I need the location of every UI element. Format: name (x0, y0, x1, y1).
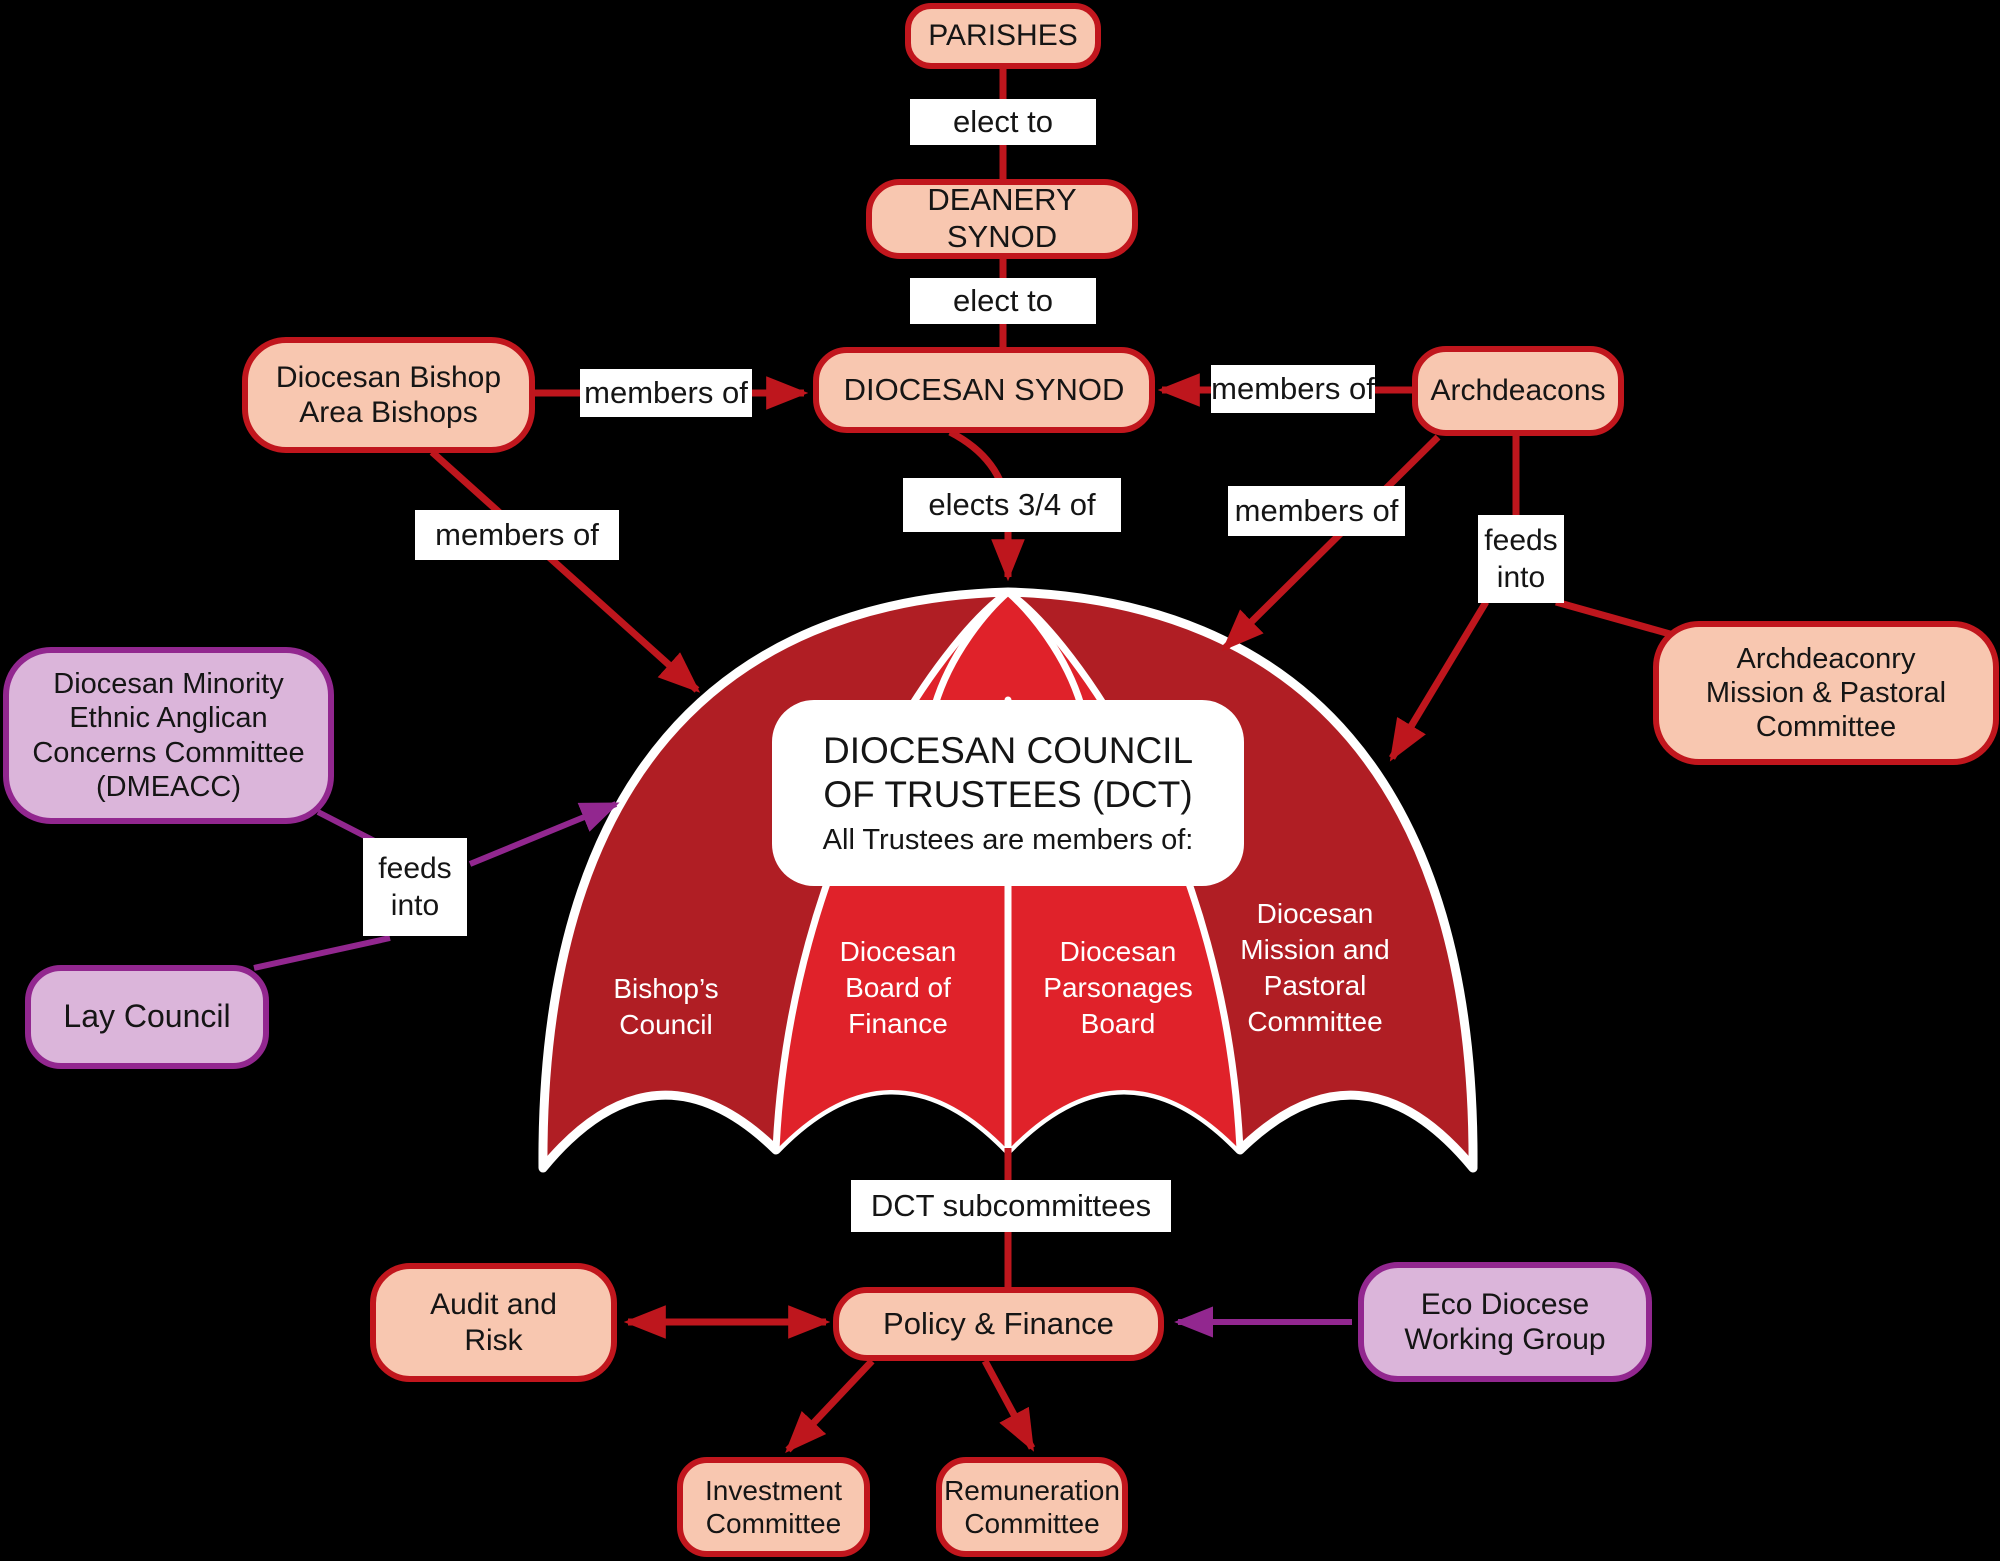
edge-bishop-dct (429, 449, 701, 693)
node-eco-diocese: Eco Diocese Working Group (1358, 1262, 1652, 1382)
label-feeds-into-left: feeds into (363, 838, 467, 936)
label-elect-to-1: elect to (910, 99, 1096, 145)
label-members-of-archdeacons-dct: members of (1228, 486, 1405, 536)
edge-archdeacons-dct (1222, 434, 1441, 651)
node-archdeaconry-committee: Archdeaconry Mission & Pastoral Committe… (1653, 621, 1999, 765)
label-dct-subcommittees: DCT subcommittees (851, 1180, 1171, 1232)
node-investment-committee: Investment Committee (677, 1457, 870, 1557)
node-dmeacc: Diocesan Minority Ethnic Anglican Concer… (3, 647, 334, 824)
panel-mission-pastoral: Diocesan Mission and Pastoral Committee (1240, 898, 1390, 1037)
label-members-of-bishop-dct: members of (415, 510, 619, 560)
edge-laycouncil-feedsinto (253, 935, 391, 971)
dct-title-box: DIOCESAN COUNCIL OF TRUSTEES (DCT) All T… (772, 700, 1244, 886)
umbrella-rib-top-right (1004, 588, 1085, 709)
label-elects-three-quarters: elects 3/4 of (903, 478, 1121, 532)
edge-feedsinto-dct (1389, 600, 1489, 762)
edge-feedsinto-archdeaconry (1555, 598, 1671, 638)
panel-bishops-council: Bishop’s Council (613, 973, 719, 1040)
label-feeds-into-right: feeds into (1478, 515, 1564, 603)
node-parishes: PARISHES (905, 3, 1101, 69)
panel-board-of-finance: Diocesan Board of Finance (839, 936, 957, 1039)
node-diocesan-synod: DIOCESAN SYNOD (813, 347, 1155, 433)
label-members-of-bishop-synod: members of (580, 369, 752, 417)
panel-parsonages-board: Diocesan Parsonages Board (1043, 936, 1193, 1039)
node-audit-and-risk: Audit and Risk (370, 1263, 617, 1382)
edge-policy-remuneration (981, 1359, 1036, 1452)
umbrella-rib-top-left (931, 588, 1012, 709)
node-archdeacons: Archdeacons (1412, 346, 1624, 436)
node-remuneration-committee: Remuneration Committee (936, 1457, 1128, 1557)
node-deanery-synod: DEANERY SYNOD (866, 179, 1138, 259)
node-diocesan-bishop: Diocesan Bishop Area Bishops (242, 337, 535, 453)
label-members-of-archdeacons-synod: members of (1211, 365, 1375, 413)
dct-title: DIOCESAN COUNCIL OF TRUSTEES (DCT) (822, 729, 1194, 815)
label-elect-to-2: elect to (910, 278, 1096, 324)
edge-feedsinto-umbrella (468, 801, 620, 867)
edge-policy-investment (785, 1358, 875, 1454)
node-lay-council: Lay Council (25, 965, 269, 1069)
dct-subtitle: All Trustees are members of: (822, 824, 1194, 857)
node-policy-finance: Policy & Finance (833, 1287, 1164, 1361)
